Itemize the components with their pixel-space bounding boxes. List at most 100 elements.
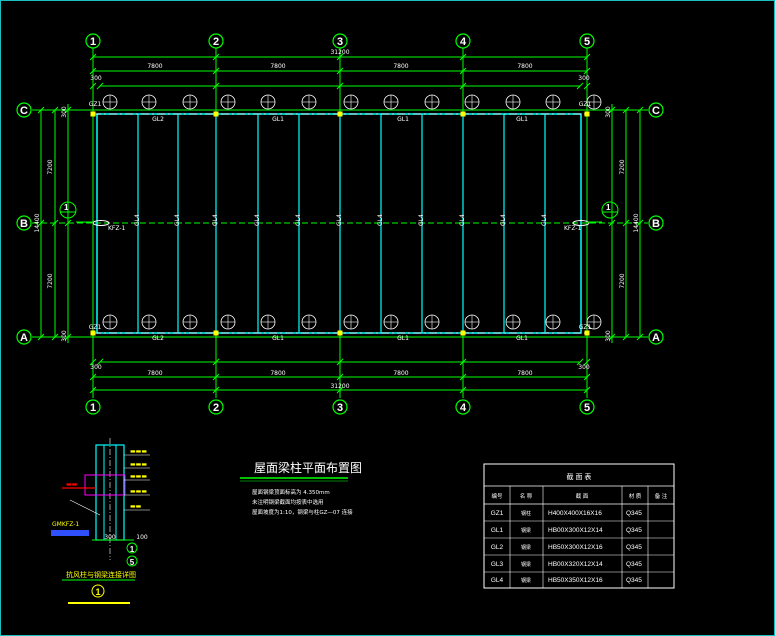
detail-number: 1 bbox=[95, 587, 100, 597]
section-mark-right-text: 1 bbox=[606, 203, 611, 212]
left-total-dim: 14400 bbox=[34, 213, 41, 232]
column-node bbox=[584, 330, 590, 336]
rafter-label: GL4 bbox=[212, 214, 219, 226]
axis-bubble-left-a-label: A bbox=[20, 332, 28, 344]
plan-title: 屋面梁柱平面布置图 bbox=[254, 460, 362, 475]
table-row: GZ1 钢柱 H400X400X16X16 Q345 bbox=[491, 510, 643, 517]
axis-bubble-left-a bbox=[16, 329, 32, 345]
beam-label-top-4: GL1 bbox=[516, 116, 528, 123]
left-dim-2: 7200 bbox=[47, 273, 54, 288]
column-node bbox=[90, 111, 96, 117]
row-section: HB50X350X12X16 bbox=[548, 577, 603, 584]
left-offset-bottom: 300 bbox=[61, 330, 68, 342]
table-header-code: 编号 bbox=[491, 492, 503, 500]
section-mark-left bbox=[59, 201, 77, 219]
axis-bubble-right-a-label: A bbox=[652, 332, 660, 344]
column-node bbox=[584, 111, 590, 117]
svg-text:▬▬▬: ▬▬▬ bbox=[130, 461, 147, 468]
row-code: GL3 bbox=[491, 561, 504, 568]
axis-bubble-left-b-label: B bbox=[20, 218, 28, 230]
axis-bubble-bottom-2-label: 2 bbox=[213, 402, 219, 414]
table-row: GL4 钢梁 HB50X350X12X16 Q345 bbox=[491, 577, 642, 584]
bracing-label-left: KFZ-1 bbox=[108, 225, 126, 232]
row-name: 钢梁 bbox=[521, 544, 531, 551]
column-label-a5: GZ1 bbox=[579, 324, 592, 331]
detail-axis-1: 1 bbox=[130, 545, 135, 554]
svg-text:▬▬: ▬▬ bbox=[130, 503, 142, 510]
bottom-dim-2: 7800 bbox=[270, 370, 285, 377]
axis-bubble-bottom-1-label: 1 bbox=[90, 402, 96, 414]
table-row: GL2 钢梁 HB50X300X12X16 Q345 bbox=[491, 544, 642, 551]
column-label-c5: GZ1 bbox=[579, 101, 592, 108]
rafter-label: GL4 bbox=[541, 214, 548, 226]
svg-text:▬▬: ▬▬ bbox=[66, 481, 78, 488]
connection-detail: ▬▬▬ ▬▬▬ ▬▬▬ ▬▬▬ ▬▬ ▬▬ GMKFZ-1 300 100 1 … bbox=[51, 438, 150, 604]
row-name: 钢柱 bbox=[521, 510, 531, 517]
beam-label-bottom-4: GL1 bbox=[516, 335, 528, 342]
row-material: Q345 bbox=[626, 577, 642, 584]
left-dim-1: 7200 bbox=[47, 159, 54, 174]
row-material: Q345 bbox=[626, 561, 642, 568]
top-offset-right: 300 bbox=[578, 75, 590, 82]
table-row: GL1 钢梁 HB00X300X12X14 Q345 bbox=[491, 527, 642, 534]
dimension-ticks bbox=[37, 53, 644, 394]
axis-bubble-top-1 bbox=[85, 33, 101, 49]
row-name: 钢梁 bbox=[521, 561, 531, 568]
axis-bubble-bottom-5-label: 5 bbox=[584, 402, 590, 414]
top-dim-3: 7800 bbox=[393, 63, 408, 70]
axis-bubble-top-1-label: 1 bbox=[90, 36, 96, 48]
axis-bubble-top-4-label: 4 bbox=[460, 36, 467, 48]
column-node bbox=[337, 111, 343, 117]
axis-bubble-top-5 bbox=[579, 33, 595, 49]
axis-bubble-left-c bbox=[16, 102, 32, 118]
section-mark-left-text: 1 bbox=[64, 203, 69, 212]
rafter-label: GL4 bbox=[336, 214, 343, 226]
axis-bubble-bottom-3-label: 3 bbox=[337, 402, 343, 414]
axis-bubble-top-2 bbox=[208, 33, 224, 49]
right-offset-top: 300 bbox=[605, 106, 612, 118]
beam-labels: GL2 GL1 GL1 GL1 GL2 GL1 GL1 GL1 GZ1 GZ1 … bbox=[89, 101, 592, 342]
detail-dim-2: 100 bbox=[136, 534, 148, 541]
rafter-label: GL4 bbox=[500, 214, 507, 226]
axis-bubble-bottom-4-label: 4 bbox=[460, 402, 467, 414]
right-offset-bottom: 300 bbox=[605, 330, 612, 342]
bracing-label-right: KFZ-1 bbox=[564, 225, 582, 232]
top-dim-2: 7800 bbox=[270, 63, 285, 70]
section-mark-right bbox=[601, 201, 619, 219]
rafter-label: GL4 bbox=[377, 214, 384, 226]
row-material: Q345 bbox=[626, 527, 642, 534]
axis-bubble-top-2-label: 2 bbox=[213, 36, 219, 48]
column-node bbox=[90, 330, 96, 336]
axis-bubble-bottom-5 bbox=[579, 399, 595, 415]
top-dim-1: 7800 bbox=[147, 63, 162, 70]
plan-note-1: 屋面钢梁顶面标高为 4.350mm bbox=[252, 488, 330, 496]
table-row: GL3 钢梁 HB00X320X12X14 Q345 bbox=[491, 561, 642, 568]
axis-bubble-left-b bbox=[16, 215, 32, 231]
column-node bbox=[460, 330, 466, 336]
beam-label-top-1: GL2 bbox=[152, 116, 164, 123]
table-title: 截 面 表 bbox=[567, 472, 592, 481]
axis-bubble-bottom-1 bbox=[85, 399, 101, 415]
axis-bubble-top-3 bbox=[332, 33, 348, 49]
rafter-label: GL4 bbox=[459, 214, 466, 226]
row-name: 钢梁 bbox=[521, 527, 531, 534]
dimension-texts: 31200 7800 7800 7800 7800 300 300 300 30… bbox=[34, 49, 640, 390]
axis-bubble-top-5-label: 5 bbox=[584, 36, 590, 48]
bracing-marks: KFZ-1 KFZ-1 bbox=[92, 220, 590, 232]
axis-bubble-bottom-2 bbox=[208, 399, 224, 415]
rafter-label: GL4 bbox=[134, 214, 141, 226]
detail-axis-2: 5 bbox=[130, 558, 135, 567]
column-node bbox=[337, 330, 343, 336]
beam-label-bottom-1: GL2 bbox=[152, 335, 164, 342]
column-node bbox=[213, 111, 219, 117]
rafter-label: GL4 bbox=[295, 214, 302, 226]
axis-bubble-right-b bbox=[648, 215, 664, 231]
column-node bbox=[460, 111, 466, 117]
table-header-name: 名 称 bbox=[520, 492, 533, 500]
beam-label-bottom-3: GL1 bbox=[397, 335, 409, 342]
axis-bubble-left-c-label: C bbox=[20, 105, 28, 117]
right-dim-2: 7200 bbox=[619, 273, 626, 288]
axis-bubble-right-c-label: C bbox=[652, 105, 660, 117]
